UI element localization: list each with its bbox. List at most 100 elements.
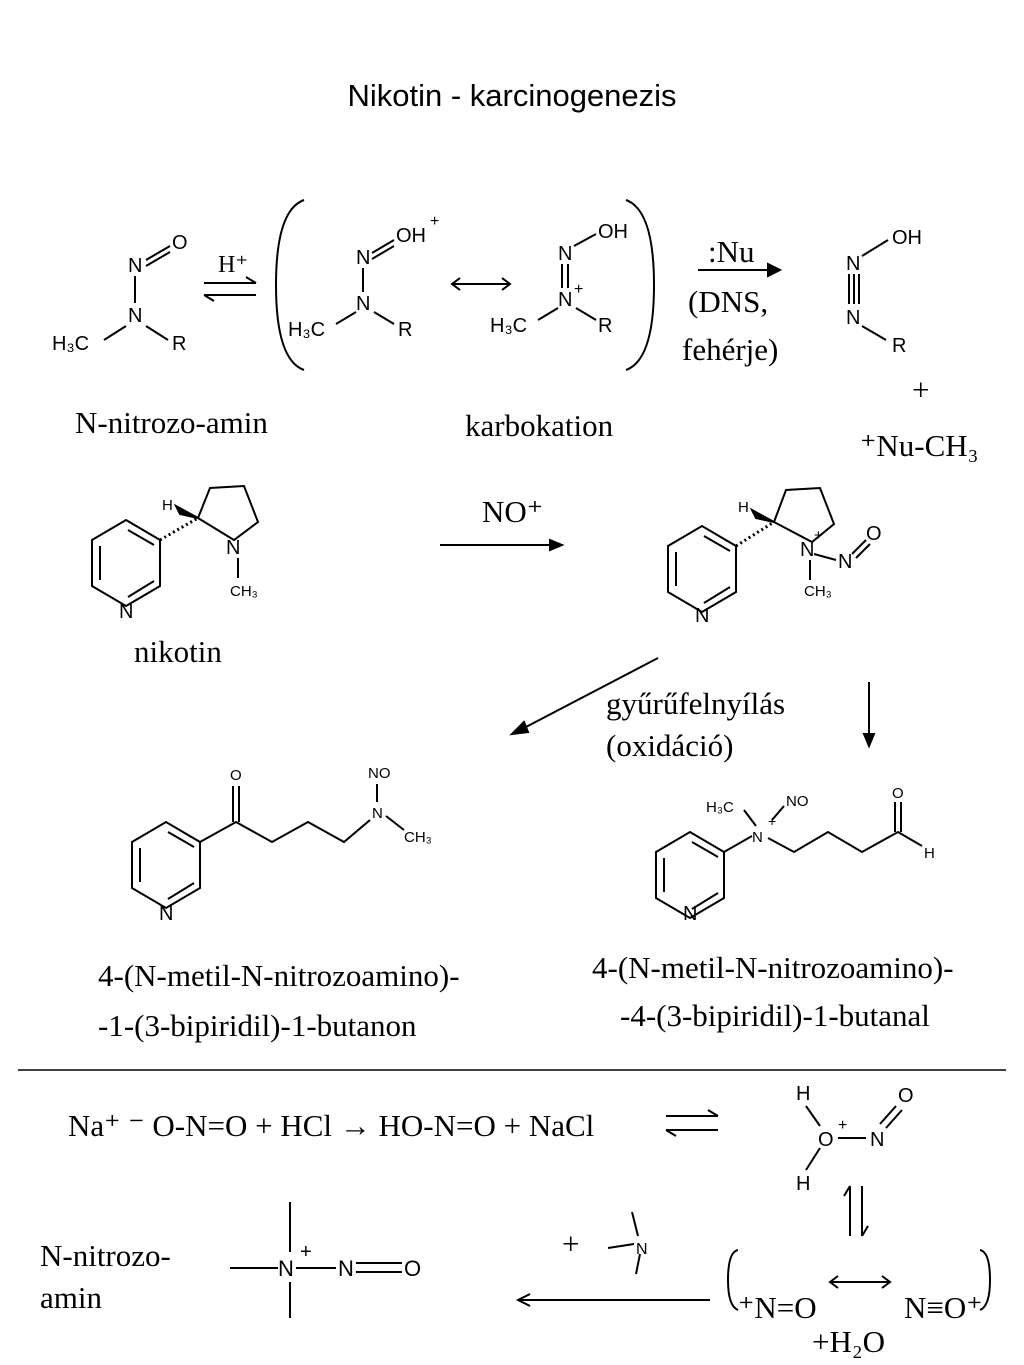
atom-h: H bbox=[796, 1173, 810, 1195]
atom-n: N bbox=[128, 255, 142, 277]
bracket-left bbox=[274, 199, 305, 371]
equilibrium-arrow-2 bbox=[665, 1109, 719, 1137]
atom-o: O bbox=[866, 523, 882, 545]
arrow-ring-opening-down bbox=[862, 682, 876, 749]
diazohydroxide-cation-structure: N OH N + H₃C R bbox=[490, 221, 628, 337]
atom-h3c: H₃C bbox=[706, 799, 734, 816]
atom-n: N bbox=[128, 305, 142, 327]
label-no-plus: NO⁺ bbox=[482, 494, 544, 529]
nitrosamine-structure: N O N H₃C R bbox=[52, 232, 188, 355]
bracket-right-small bbox=[979, 1249, 992, 1311]
label-nitrosamine: N-nitrozo-amin bbox=[75, 405, 268, 440]
label-ring-opening: gyűrűfelnyílás bbox=[606, 686, 786, 721]
atom-r: R bbox=[172, 333, 186, 355]
atom-oh: OH bbox=[598, 221, 628, 243]
atom-n: N bbox=[119, 601, 133, 623]
charge-plus: + bbox=[574, 281, 583, 298]
arrow-nucleophile bbox=[698, 262, 783, 278]
label-nucleophile-protein: fehérje) bbox=[682, 332, 779, 367]
label-water: +H₂O bbox=[812, 1324, 886, 1359]
atom-no: NO bbox=[786, 793, 809, 810]
atom-o: O bbox=[230, 767, 242, 784]
charge-plus: + bbox=[768, 813, 776, 829]
atom-n: N bbox=[356, 247, 370, 269]
label-nucleophile-dna: (DNS, bbox=[688, 284, 769, 319]
atom-o: O bbox=[818, 1129, 834, 1151]
charge-plus: + bbox=[430, 213, 439, 230]
atom-n: N bbox=[695, 605, 709, 627]
atom-n: N bbox=[846, 307, 860, 329]
label-nitrosonium-b: N≡O⁺ bbox=[904, 1290, 983, 1325]
nitrosammonium-structure: N + N O bbox=[230, 1202, 421, 1318]
atom-n: N bbox=[356, 293, 370, 315]
label-product2-line2: -4-(3-bipiridil)-1-butanal bbox=[620, 998, 930, 1033]
label-carbocation: karbokation bbox=[465, 408, 614, 443]
atom-n: N bbox=[870, 1129, 884, 1151]
atom-n: N bbox=[636, 1241, 648, 1258]
atom-o: O bbox=[892, 785, 904, 802]
atom-h: H bbox=[924, 845, 935, 862]
atom-n: N bbox=[278, 1256, 294, 1281]
atom-n: N bbox=[683, 903, 697, 925]
atom-h3c: H₃C bbox=[288, 319, 325, 341]
atom-oh: OH bbox=[396, 225, 426, 247]
equilibrium-arrow-vertical bbox=[843, 1185, 869, 1237]
atom-oh: OH bbox=[892, 227, 922, 249]
charge-plus: + bbox=[814, 527, 823, 544]
atom-h3c: H₃C bbox=[52, 333, 89, 355]
nitrite-equation: Na⁺ ⁻ O-N=O + HCl → HO-N=O + NaCl bbox=[68, 1108, 595, 1143]
atom-o: O bbox=[404, 1256, 421, 1281]
atom-n: N bbox=[226, 537, 240, 559]
nitroso-nicotinium-structure: N N + N O CH₃ H bbox=[667, 486, 882, 627]
proton-label: H⁺ bbox=[218, 252, 248, 278]
atom-h: H bbox=[738, 499, 749, 516]
label-nitrosamine-short-1: N-nitrozo- bbox=[40, 1238, 171, 1273]
label-nucleophile: :Nu bbox=[708, 234, 755, 269]
atom-ch3: CH₃ bbox=[804, 583, 832, 600]
diazohydroxide-structure: N OH N R bbox=[846, 227, 922, 357]
label-nitrosonium-a: ⁺N=O bbox=[738, 1290, 817, 1325]
arrow-ring-opening-left bbox=[509, 657, 659, 736]
product1-structure: N O N NO CH₃ bbox=[131, 765, 432, 925]
atom-n: N bbox=[752, 829, 763, 846]
atom-n: N bbox=[159, 903, 173, 925]
atom-o: O bbox=[172, 232, 188, 254]
resonance-arrow-2 bbox=[828, 1275, 892, 1289]
charge-plus: + bbox=[300, 1241, 312, 1263]
atom-n: N bbox=[558, 289, 572, 311]
arrow-to-nitrosamine bbox=[515, 1293, 710, 1307]
atom-ch3: CH₃ bbox=[230, 583, 258, 600]
resonance-arrow-1 bbox=[450, 277, 512, 291]
atom-n: N bbox=[372, 805, 383, 822]
charge-plus: + bbox=[838, 1117, 847, 1134]
atom-n: N bbox=[800, 539, 814, 561]
label-product1-line1: 4-(N-metil-N-nitrozoamino)- bbox=[98, 958, 460, 993]
atom-h3c: H₃C bbox=[490, 315, 527, 337]
atom-r: R bbox=[892, 335, 906, 357]
atom-n: N bbox=[846, 253, 860, 275]
nicotine-structure: N N CH₃ H bbox=[91, 484, 260, 623]
atom-n: N bbox=[558, 243, 572, 265]
label-oxidation: (oxidáció) bbox=[606, 728, 734, 763]
protonated-nitrosamine-structure: N OH + N H₃C R bbox=[288, 213, 439, 341]
product2-structure: N N + H₃C NO O H bbox=[655, 785, 935, 925]
atom-r: R bbox=[598, 315, 612, 337]
label-plus-amine: + bbox=[562, 1226, 580, 1261]
label-product1-line2: -1-(3-bipiridil)-1-butanon bbox=[98, 1008, 417, 1043]
bracket-left-small bbox=[726, 1249, 739, 1311]
arrow-nitrosation bbox=[440, 538, 565, 552]
equilibrium-arrow-1 bbox=[203, 276, 257, 302]
label-nu-ch3: ⁺Nu-CH₃ bbox=[860, 428, 979, 463]
label-plus: + bbox=[912, 372, 930, 407]
atom-h: H bbox=[796, 1083, 810, 1105]
label-product2-line1: 4-(N-metil-N-nitrozoamino)- bbox=[592, 950, 954, 985]
amine-structure: N bbox=[607, 1211, 648, 1275]
page-title: Nikotin - karcinogenezis bbox=[347, 78, 677, 113]
atom-ch3: CH₃ bbox=[404, 829, 432, 846]
atom-o: O bbox=[898, 1085, 914, 1107]
nitrosyl-water-structure: H O + H N O bbox=[796, 1083, 914, 1195]
bracket-right bbox=[625, 199, 656, 371]
label-nitrosamine-short-2: amin bbox=[40, 1280, 102, 1315]
label-nicotine: nikotin bbox=[134, 634, 222, 669]
